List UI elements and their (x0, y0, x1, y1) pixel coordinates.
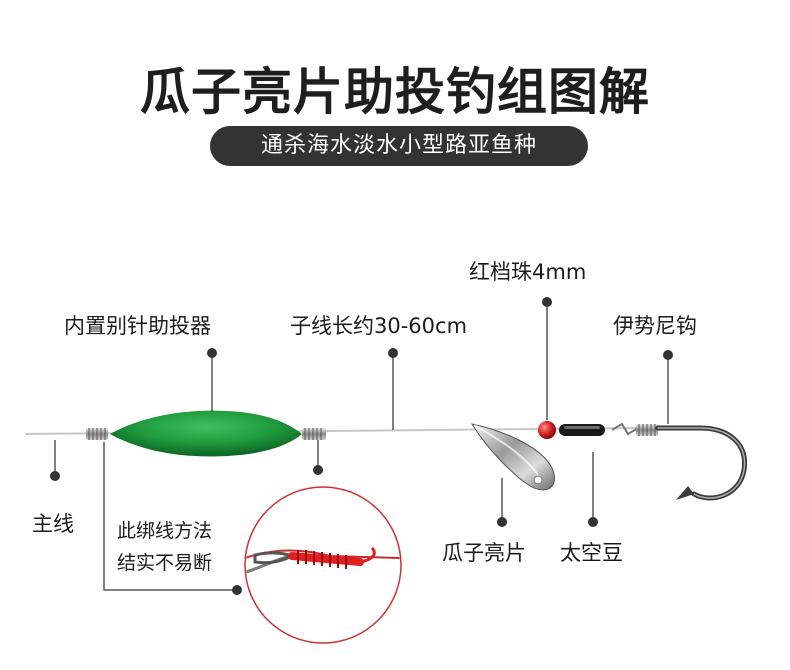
hook-spring (636, 424, 658, 436)
label-knot-line2: 结实不易断 (117, 552, 213, 574)
label-knot-line1: 此绑线方法 (117, 520, 213, 542)
spoon-rivet (533, 475, 543, 485)
space-bean (559, 424, 605, 436)
swivel (611, 422, 639, 436)
red-bead (538, 421, 556, 439)
label-leader-length: 子线长约30-60cm (290, 314, 468, 338)
label-main-line: 主线 (32, 512, 74, 536)
callout-lines (50, 297, 673, 595)
label-bead: 红档珠4mm (469, 260, 587, 284)
left-spring (86, 428, 108, 440)
green-float (110, 410, 302, 457)
right-spring (302, 428, 326, 440)
label-spoon: 瓜子亮片 (442, 541, 526, 565)
label-hook: 伊势尼钩 (613, 314, 697, 338)
ise-hook (655, 425, 748, 501)
label-inline-pin: 内置别针助投器 (64, 314, 211, 338)
page-title: 瓜子亮片助投钓组图解 (140, 63, 650, 121)
subtitle-badge: 通杀海水淡水小型路亚鱼种 (210, 126, 588, 166)
knot-inset (244, 486, 402, 644)
label-space-bean: 太空豆 (560, 541, 623, 565)
spoon-lure (470, 423, 555, 491)
